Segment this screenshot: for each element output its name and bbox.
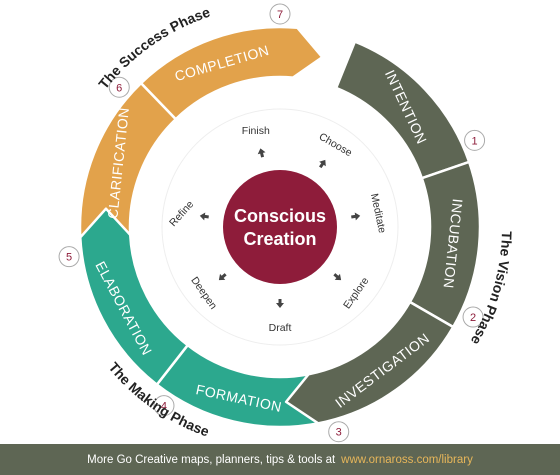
action-arrow xyxy=(199,212,209,221)
action-draft: Draft xyxy=(269,322,292,334)
footer-text: More Go Creative maps, planners, tips & … xyxy=(87,453,336,466)
center-title-line2: Creation xyxy=(243,229,316,249)
center-circle xyxy=(223,170,337,284)
footer-link[interactable]: www.ornaross.com/library xyxy=(341,453,473,466)
number-marker-5 xyxy=(58,246,80,268)
number-marker-3 xyxy=(328,421,350,443)
number-markers: 1 2 3 4 5 6 7 xyxy=(58,3,486,443)
footer-bar: More Go Creative maps, planners, tips & … xyxy=(0,444,560,475)
number-marker-1 xyxy=(464,129,486,151)
number-marker-6 xyxy=(108,76,130,98)
number-marker-text: 7 xyxy=(277,9,283,21)
action-arrow xyxy=(257,148,266,158)
action-arrow xyxy=(319,159,326,169)
action-finish: Finish xyxy=(242,125,270,137)
number-marker-text: 3 xyxy=(336,427,342,439)
action-arrow xyxy=(351,212,361,221)
center-title-line1: Conscious xyxy=(234,206,326,226)
number-marker-text: 1 xyxy=(472,135,478,147)
action-arrow xyxy=(333,273,342,281)
action-arrow xyxy=(276,299,284,308)
number-marker-text: 2 xyxy=(470,312,476,324)
number-marker-text: 5 xyxy=(66,252,72,264)
action-arrow xyxy=(218,273,227,281)
action-arrows xyxy=(199,148,361,308)
number-marker-4 xyxy=(153,395,175,417)
number-marker-text: 6 xyxy=(116,82,122,94)
number-marker-2 xyxy=(462,306,484,328)
number-marker-7 xyxy=(269,3,291,25)
number-marker-text: 4 xyxy=(161,401,167,413)
